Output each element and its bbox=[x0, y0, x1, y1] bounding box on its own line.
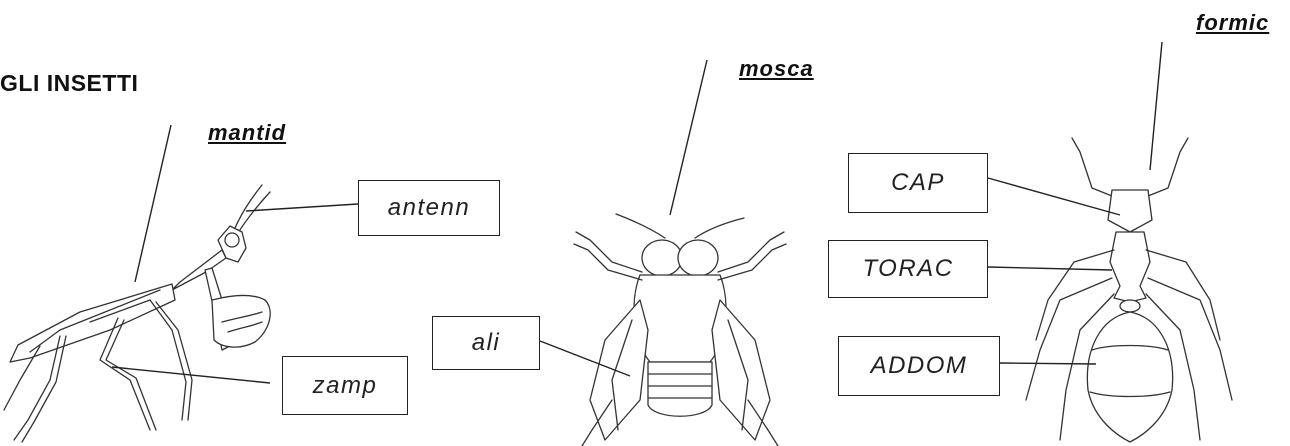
leader-mantid-title bbox=[135, 125, 171, 282]
label-ant-abdomen: ADDOM bbox=[838, 336, 1000, 396]
leader-ant-abdomen bbox=[1000, 363, 1096, 364]
leader-ant-head bbox=[988, 178, 1120, 215]
mantis-illustration bbox=[4, 185, 270, 442]
label-mantid-antenna: antenn bbox=[358, 180, 500, 236]
label-mantid-legs: zamp bbox=[282, 356, 408, 415]
ant-illustration bbox=[1026, 138, 1232, 442]
fly-illustration bbox=[574, 214, 786, 446]
page-heading: GLI INSETTI bbox=[0, 70, 138, 97]
leader-fly-title bbox=[670, 60, 707, 215]
leader-mantid-legs bbox=[112, 367, 270, 383]
label-ant-head: CAP bbox=[848, 153, 988, 213]
mantid-title: mantid bbox=[208, 120, 286, 146]
leader-ant-thorax bbox=[988, 267, 1112, 270]
leader-mantid-antenna bbox=[246, 204, 358, 211]
label-ant-thorax: TORAC bbox=[828, 240, 988, 298]
ant-title: formic bbox=[1196, 10, 1269, 36]
fly-title: mosca bbox=[739, 56, 814, 82]
label-fly-wings: ali bbox=[432, 316, 540, 370]
leader-ant-title bbox=[1150, 42, 1162, 170]
